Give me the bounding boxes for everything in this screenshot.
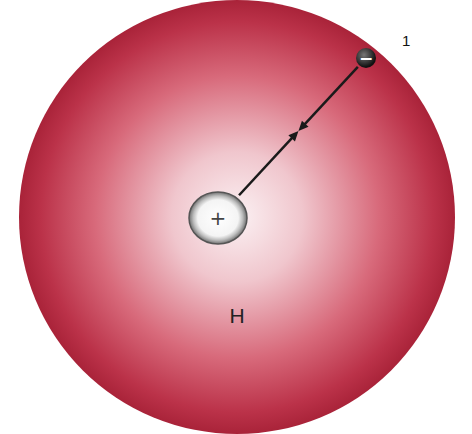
electron: − xyxy=(355,47,377,69)
charge-sign: + xyxy=(210,208,227,228)
callout-number: 1 xyxy=(402,32,410,49)
force-arrows xyxy=(239,67,358,195)
charge-sign: − xyxy=(359,50,373,67)
nucleus: + xyxy=(188,188,248,248)
atom-cloud: H + − xyxy=(19,0,455,434)
element-symbol: H xyxy=(19,304,455,328)
